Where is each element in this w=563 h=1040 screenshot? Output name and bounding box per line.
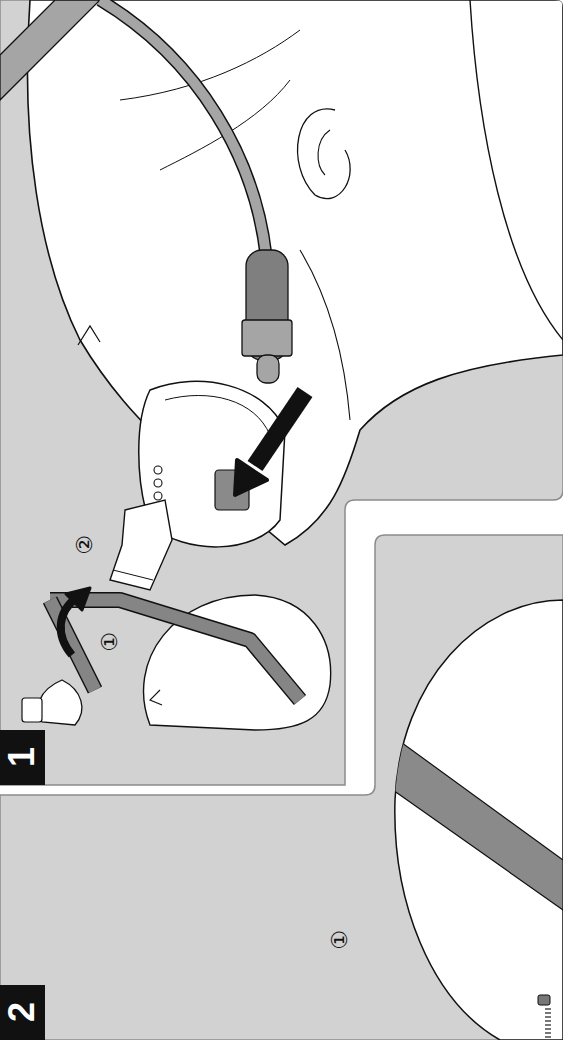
pillow-line <box>470 0 563 340</box>
mask-cushion <box>165 395 270 435</box>
vent-hole <box>154 479 162 487</box>
headgear-strap <box>0 0 100 100</box>
headgear-frame <box>50 600 95 690</box>
strap-sleeve <box>242 320 292 356</box>
headgear-frame-edge <box>50 600 300 700</box>
callout-number: ① <box>329 930 351 950</box>
step-number: 2 <box>4 1002 40 1022</box>
step-badge <box>0 985 45 1040</box>
head-outline <box>27 0 563 545</box>
motion-arrow-head <box>235 460 267 495</box>
strap-tip <box>257 355 279 383</box>
headgear-strap <box>100 0 266 255</box>
step-number: 1 <box>4 747 40 767</box>
motion-arrow <box>255 392 305 466</box>
ear <box>298 109 351 199</box>
headgear-frame-edge <box>50 600 95 690</box>
nose <box>150 690 162 705</box>
headgear-strap-edge <box>100 0 266 255</box>
elbow-swivel <box>113 570 153 580</box>
eye <box>78 326 100 345</box>
small-elbow <box>22 698 42 722</box>
panel-two-figure <box>393 600 563 1040</box>
mask-vents <box>545 1008 551 1040</box>
small-mask <box>38 680 82 725</box>
headgear-band <box>393 740 563 910</box>
vent-hole <box>154 466 162 474</box>
curved-arrow-head <box>66 588 90 610</box>
curved-arrow <box>61 598 76 655</box>
large-figure <box>0 0 563 730</box>
panel-frame <box>0 535 563 1040</box>
step-badge <box>0 730 45 785</box>
callout-number: ② <box>74 535 96 555</box>
vent-hole <box>154 492 162 500</box>
callout-number: ① <box>99 632 121 652</box>
headgear-frame <box>50 600 300 700</box>
elbow <box>110 500 172 590</box>
ear-inner <box>318 130 330 175</box>
mask-edge <box>538 995 550 1005</box>
